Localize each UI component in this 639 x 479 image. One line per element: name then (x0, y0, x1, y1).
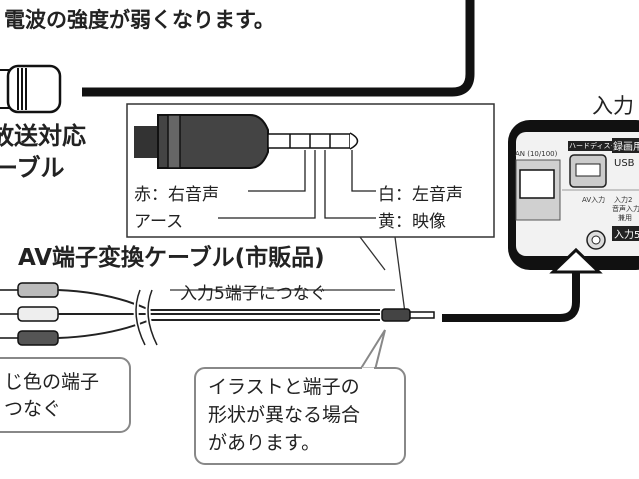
rec-label: 録画用 (612, 138, 639, 153)
av-input-label: AV入力 (582, 196, 606, 204)
antenna-cable-line (82, 0, 475, 97)
antenna-plug-icon (0, 64, 62, 114)
mini-plug-icon (134, 114, 359, 169)
label-white-left-audio: 白：左音声 (378, 180, 463, 205)
rca-plugs-icon (0, 282, 59, 346)
av-cable (57, 289, 380, 347)
cable-title: AV端子変換ケーブル(市販品) (18, 245, 325, 271)
hdd-label: ハードディスク (568, 141, 619, 151)
arrow-up-icon (549, 247, 603, 274)
color-note-line1: じ色の端子 (4, 371, 100, 393)
shape-note-line2: 形状が異なる場合 (208, 404, 361, 426)
panel-heading: 入力 (592, 94, 634, 118)
audio-input-label: 音声入力 (612, 205, 639, 213)
shape-note-pointer (359, 329, 386, 371)
antenna-cable-label-1: 放送対応 (0, 122, 86, 150)
input2-label: 入力2 (614, 196, 633, 204)
lan-port-icon (519, 169, 555, 199)
lan-label: AN (10/100) (515, 150, 558, 158)
label-red-right-audio: 赤：右音声 (134, 180, 219, 205)
shape-note-line1: イラストと端子の (208, 376, 360, 398)
av-mini-plug-icon (381, 308, 435, 322)
antenna-cable-label-2: ーブル (0, 154, 65, 182)
connect-instruction: 入力5端子につなぐ (180, 284, 327, 304)
shape-note-line3: があります。 (208, 432, 321, 454)
label-yellow-video: 黄：映像 (378, 207, 446, 232)
plug-leader-lines (218, 150, 376, 219)
input5-label: 入力5 (612, 226, 639, 241)
instruction-callout (170, 236, 406, 314)
usb-label: USB (614, 158, 635, 169)
color-note-box (0, 357, 131, 433)
shape-note-box (194, 367, 406, 465)
label-ground: アース (134, 207, 184, 232)
connection-line (442, 268, 580, 322)
shared-label: 兼用 (618, 214, 632, 222)
signal-warning-text: 電波の強度が弱くなります。 (4, 8, 275, 32)
color-note-line2: つなぐ (4, 398, 62, 420)
